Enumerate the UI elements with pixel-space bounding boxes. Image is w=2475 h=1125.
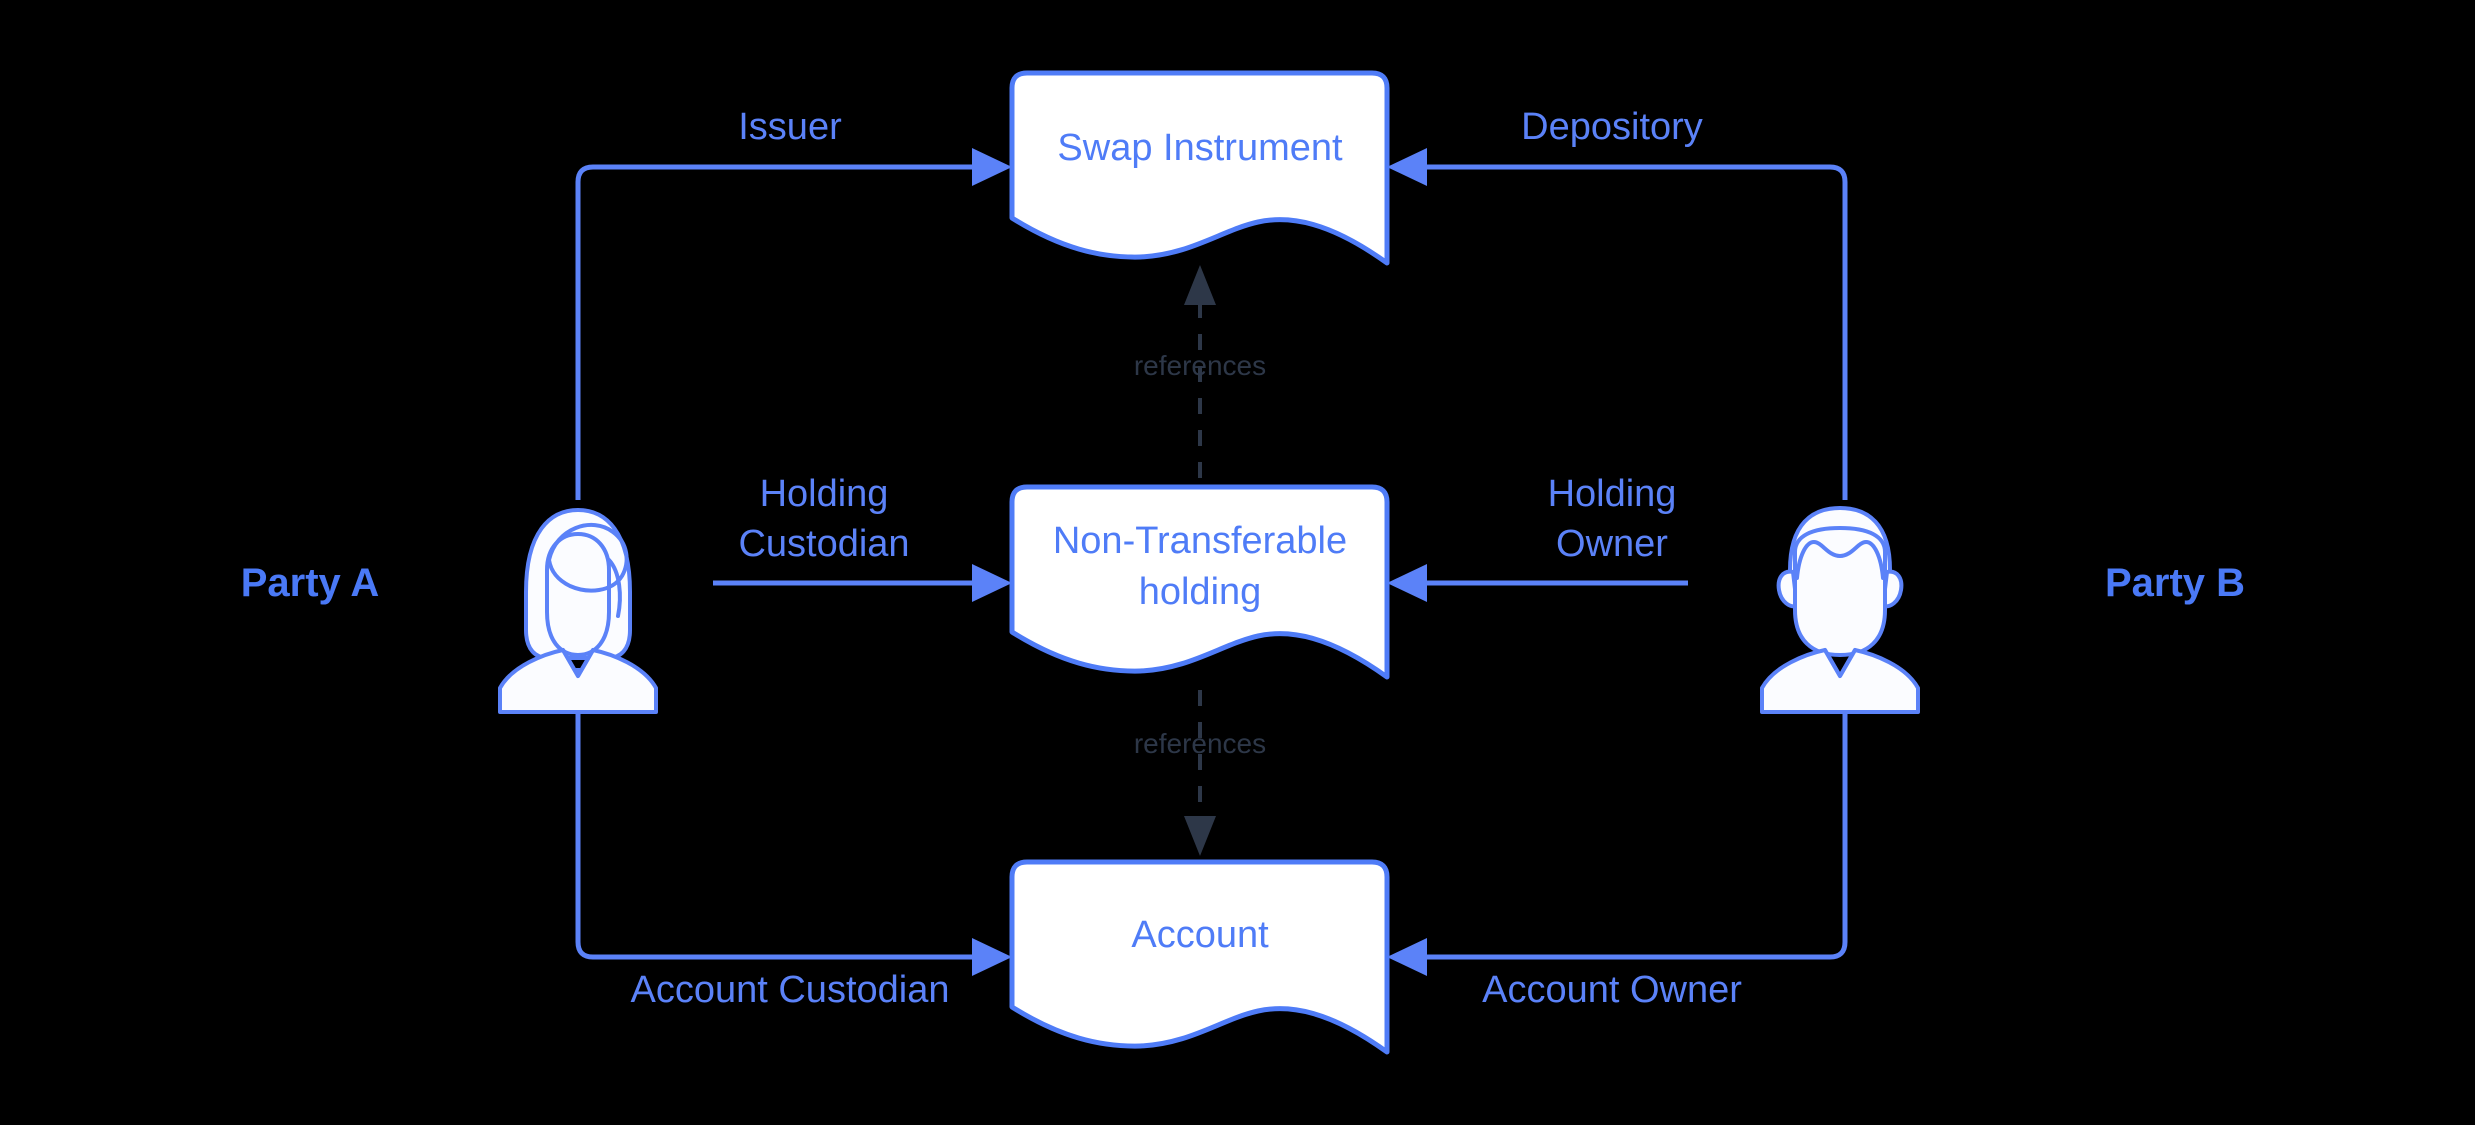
edge-references-up-label: references — [1134, 350, 1266, 381]
edge-depository[interactable]: Depository — [1387, 106, 1848, 500]
person-female-icon — [498, 508, 658, 714]
node-account-label: Account — [1131, 914, 1269, 956]
edge-issuer-label: Issuer — [738, 106, 842, 148]
edge-account-owner-arrowhead — [1387, 938, 1427, 976]
edge-account-custodian-label: Account Custodian — [631, 969, 950, 1011]
edge-issuer-arrowhead — [972, 148, 1012, 186]
edge-holding-custodian-label-2: Custodian — [738, 523, 909, 565]
node-swap-instrument-shape — [1009, 70, 1390, 266]
actor-party-b-label: Party B — [2105, 561, 2245, 605]
actor-party-a[interactable]: Party A — [241, 508, 658, 714]
edge-references-up-arrowhead — [1184, 265, 1216, 305]
node-non-transferable-holding-shape — [1009, 484, 1390, 680]
node-account-shape — [1009, 859, 1390, 1055]
node-non-transferable-holding[interactable]: Non-Transferable holding — [1009, 484, 1390, 680]
edge-holding-owner-label-1: Holding — [1548, 473, 1677, 515]
edge-issuer-line — [575, 164, 975, 500]
edge-account-custodian-arrowhead — [972, 938, 1012, 976]
edge-holding-custodian[interactable]: Holding Custodian — [713, 473, 1012, 602]
node-non-transferable-holding-label-2: holding — [1139, 571, 1262, 613]
edge-account-custodian[interactable]: Account Custodian — [575, 668, 1012, 1011]
edge-holding-references-account[interactable]: references — [1134, 690, 1266, 856]
node-account[interactable]: Account — [1009, 859, 1390, 1055]
edge-depository-arrowhead — [1387, 148, 1427, 186]
edge-account-owner[interactable]: Account Owner — [1387, 668, 1848, 1011]
actor-party-a-label: Party A — [241, 561, 380, 605]
edge-holding-owner-label-2: Owner — [1556, 523, 1668, 565]
node-non-transferable-holding-label-1: Non-Transferable — [1053, 520, 1347, 562]
node-swap-instrument[interactable]: Swap Instrument — [1009, 70, 1390, 266]
edge-account-owner-line — [1424, 668, 1848, 960]
edge-depository-line — [1424, 164, 1848, 500]
edge-account-custodian-line — [575, 668, 975, 960]
edge-holding-custodian-arrowhead — [972, 564, 1012, 602]
edge-holding-references-instrument[interactable]: references — [1134, 265, 1266, 478]
actor-party-b[interactable]: Party B — [1760, 506, 2245, 714]
edge-depository-label: Depository — [1521, 106, 1703, 148]
person-male-icon — [1760, 506, 1920, 714]
edge-issuer[interactable]: Issuer — [575, 106, 1012, 500]
edge-references-down-label: references — [1134, 728, 1266, 759]
edge-holding-custodian-label-1: Holding — [760, 473, 889, 515]
edge-holding-owner[interactable]: Holding Owner — [1387, 473, 1688, 602]
edge-holding-owner-arrowhead — [1387, 564, 1427, 602]
edge-account-owner-label: Account Owner — [1482, 969, 1742, 1011]
edge-references-down-arrowhead — [1184, 816, 1216, 856]
node-swap-instrument-label: Swap Instrument — [1057, 127, 1343, 169]
